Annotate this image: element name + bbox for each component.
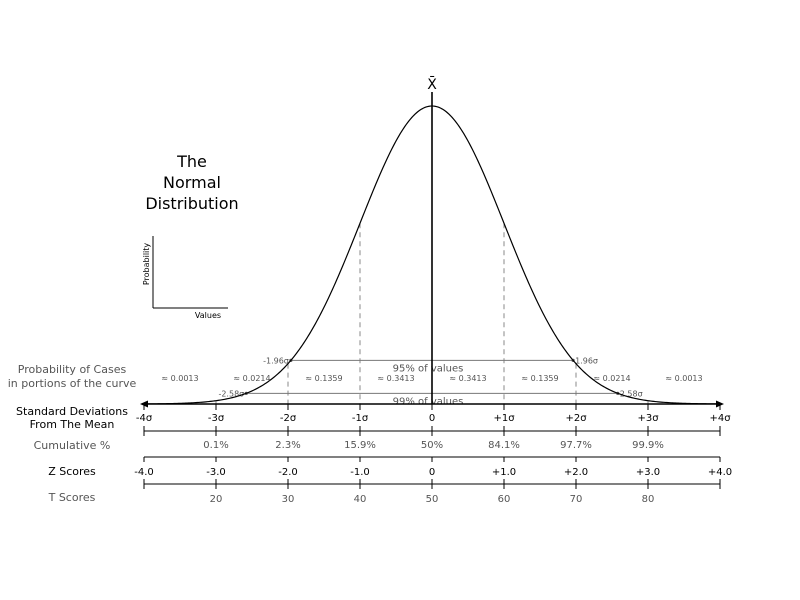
t-value: 30 bbox=[282, 494, 295, 505]
z-row-label: Z Scores bbox=[48, 465, 96, 478]
t-value: 60 bbox=[498, 494, 511, 505]
axis-ticks bbox=[143, 404, 721, 410]
cumulative-row: 0.1% 2.3% 15.9% 50% 84.1% 97.7% 99.9% bbox=[143, 426, 721, 451]
std-dev-label: -2σ bbox=[280, 413, 297, 424]
cumulative-value: 15.9% bbox=[344, 440, 376, 451]
std-dev-label: +3σ bbox=[637, 413, 659, 424]
range-right-label: 1.96σ bbox=[575, 356, 598, 365]
std-dev-labels: -4σ -3σ -2σ -1σ 0 +1σ +2σ +3σ +4σ bbox=[136, 413, 731, 424]
range-lines: -1.96σ 1.96σ 95% of values -2.58σ 2.58σ 99% o… bbox=[218, 356, 642, 407]
cumulative-row-label: Cumulative % bbox=[34, 439, 111, 452]
probability-row-label-1: Probability of Cases bbox=[18, 363, 127, 376]
std-dev-label: +2σ bbox=[565, 413, 587, 424]
probability-value: ≈ 0.0214 bbox=[593, 374, 630, 383]
z-value: -1.0 bbox=[350, 467, 370, 478]
title-line-1: The bbox=[176, 152, 207, 171]
cumulative-value: 0.1% bbox=[203, 440, 228, 451]
cumulative-value: 99.9% bbox=[632, 440, 664, 451]
probability-value: ≈ 0.3413 bbox=[449, 374, 486, 383]
mean-symbol: X̄ bbox=[427, 75, 437, 93]
z-value: +2.0 bbox=[564, 467, 588, 478]
inset-y-label: Probability bbox=[142, 243, 151, 286]
z-scores-row: -4.0 -3.0 -2.0 -1.0 0 +1.0 +2.0 +3.0 +4.0 bbox=[134, 456, 732, 478]
title-line-3: Distribution bbox=[145, 194, 238, 213]
t-value: 50 bbox=[426, 494, 439, 505]
range-left-label: -2.58σ bbox=[218, 389, 244, 398]
title-line-2: Normal bbox=[163, 173, 221, 192]
probability-value: ≈ 0.3413 bbox=[377, 374, 414, 383]
t-value: 80 bbox=[642, 494, 655, 505]
probability-value: ≈ 0.1359 bbox=[305, 374, 342, 383]
std-dev-label: -1σ bbox=[352, 413, 369, 424]
cumulative-value: 84.1% bbox=[488, 440, 520, 451]
z-value: +3.0 bbox=[636, 467, 660, 478]
range-label: 99% of values bbox=[393, 396, 464, 407]
probability-value: ≈ 0.1359 bbox=[521, 374, 558, 383]
z-value: -2.0 bbox=[278, 467, 298, 478]
t-row-label: T Scores bbox=[48, 491, 96, 504]
cumulative-value: 97.7% bbox=[560, 440, 592, 451]
std-dev-row-label-2: From The Mean bbox=[30, 418, 115, 431]
probability-value: ≈ 0.0013 bbox=[665, 374, 702, 383]
std-dev-label: 0 bbox=[429, 413, 435, 424]
probability-values: ≈ 0.0013 ≈ 0.0214 ≈ 0.1359 ≈ 0.3413 ≈ 0.3413… bbox=[161, 374, 702, 383]
t-value: 40 bbox=[354, 494, 367, 505]
cumulative-value: 2.3% bbox=[275, 440, 300, 451]
inset-x-label: Values bbox=[195, 311, 221, 320]
z-value: -4.0 bbox=[134, 467, 154, 478]
probability-value: ≈ 0.0214 bbox=[233, 374, 270, 383]
z-value: +1.0 bbox=[492, 467, 516, 478]
std-dev-label: +4σ bbox=[709, 413, 731, 424]
z-value: 0 bbox=[429, 467, 435, 478]
std-dev-label: +1σ bbox=[493, 413, 515, 424]
cumulative-value: 50% bbox=[421, 440, 443, 451]
range-right-label: 2.58σ bbox=[620, 389, 643, 398]
probability-row-label-2: in portions of the curve bbox=[8, 377, 137, 390]
std-dev-label: -4σ bbox=[136, 413, 153, 424]
inset-axes: Probability Values bbox=[142, 236, 228, 320]
range-label: 95% of values bbox=[393, 363, 464, 374]
std-dev-row-label-1: Standard Deviations bbox=[16, 405, 128, 418]
t-value: 70 bbox=[570, 494, 583, 505]
t-value: 20 bbox=[210, 494, 223, 505]
std-dev-label: -3σ bbox=[208, 413, 225, 424]
z-value: -3.0 bbox=[206, 467, 226, 478]
range-left-label: -1.96σ bbox=[263, 356, 289, 365]
t-scores-row: 20 30 40 50 60 70 80 bbox=[143, 479, 721, 505]
z-value: +4.0 bbox=[708, 467, 732, 478]
probability-value: ≈ 0.0013 bbox=[161, 374, 198, 383]
